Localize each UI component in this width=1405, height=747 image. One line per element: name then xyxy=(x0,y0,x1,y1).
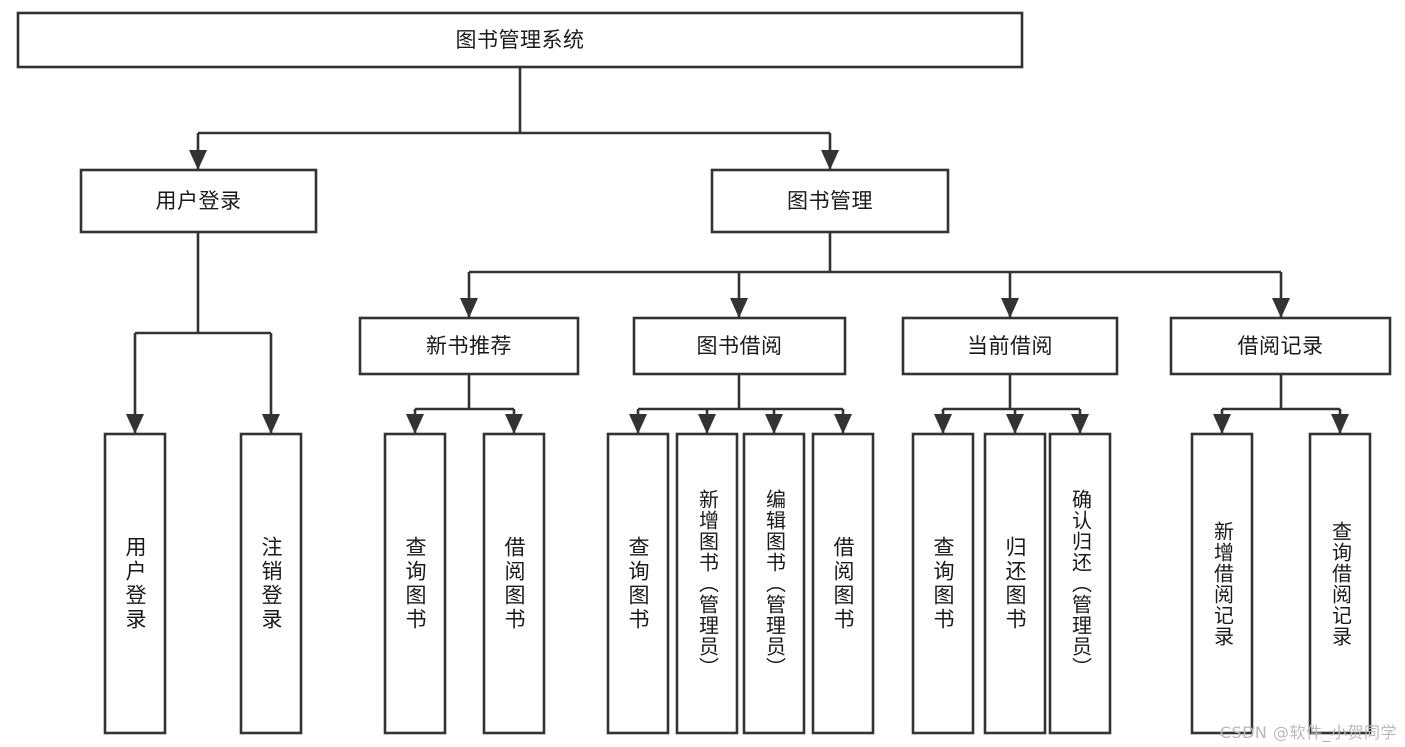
node-box-leaf-query-book-current[interactable] xyxy=(911,432,975,735)
node-box-current-borrow[interactable] xyxy=(901,316,1119,376)
arrow-head-icon xyxy=(1071,414,1089,434)
arrow-head-icon xyxy=(126,414,144,434)
node-box-leaf-query-book-borrow[interactable] xyxy=(606,432,670,735)
node-box-root[interactable] xyxy=(16,11,1024,69)
node-box-leaf-confirm-return-admin[interactable] xyxy=(1048,432,1112,735)
arrow-head-icon xyxy=(406,414,424,434)
node-box-leaf-query-book-recommend[interactable] xyxy=(383,432,447,735)
arrow-head-icon xyxy=(1001,298,1019,318)
node-box-layer xyxy=(16,11,1392,735)
node-box-leaf-edit-book-admin[interactable] xyxy=(742,432,806,735)
arrow-head-icon xyxy=(629,414,647,434)
watermark-text: CSDN @软件_小贺同学 xyxy=(1219,723,1397,742)
arrow-head-icon xyxy=(1213,414,1231,434)
node-box-book-borrow[interactable] xyxy=(632,316,847,376)
connector-layer xyxy=(126,67,1349,434)
arrow-head-icon xyxy=(765,414,783,434)
node-box-leaf-add-book-admin[interactable] xyxy=(675,432,739,735)
node-box-borrow-record[interactable] xyxy=(1169,316,1392,376)
arrow-head-icon xyxy=(460,298,478,318)
node-box-leaf-logout[interactable] xyxy=(239,432,303,735)
node-box-leaf-query-borrow-record[interactable] xyxy=(1308,432,1372,735)
arrow-head-icon xyxy=(1272,298,1290,318)
node-box-leaf-borrow-book-recommend[interactable] xyxy=(482,432,546,735)
node-box-new-book-recommend[interactable] xyxy=(358,316,580,376)
node-box-user-login[interactable] xyxy=(79,168,318,234)
arrow-head-icon xyxy=(698,414,716,434)
arrow-head-icon xyxy=(189,150,207,170)
arrow-head-icon xyxy=(730,298,748,318)
node-box-leaf-user-login[interactable] xyxy=(103,432,167,735)
node-box-leaf-add-borrow-record[interactable] xyxy=(1190,432,1254,735)
arrow-head-icon xyxy=(821,150,839,170)
arrow-head-icon xyxy=(934,414,952,434)
node-box-leaf-borrow-book[interactable] xyxy=(811,432,875,735)
arrow-head-icon xyxy=(262,414,280,434)
arrow-head-icon xyxy=(1331,414,1349,434)
node-box-book-management[interactable] xyxy=(710,168,950,234)
arrow-head-icon xyxy=(505,414,523,434)
node-box-leaf-return-book[interactable] xyxy=(983,432,1047,735)
arrow-head-icon xyxy=(834,414,852,434)
arrow-head-icon xyxy=(1006,414,1024,434)
